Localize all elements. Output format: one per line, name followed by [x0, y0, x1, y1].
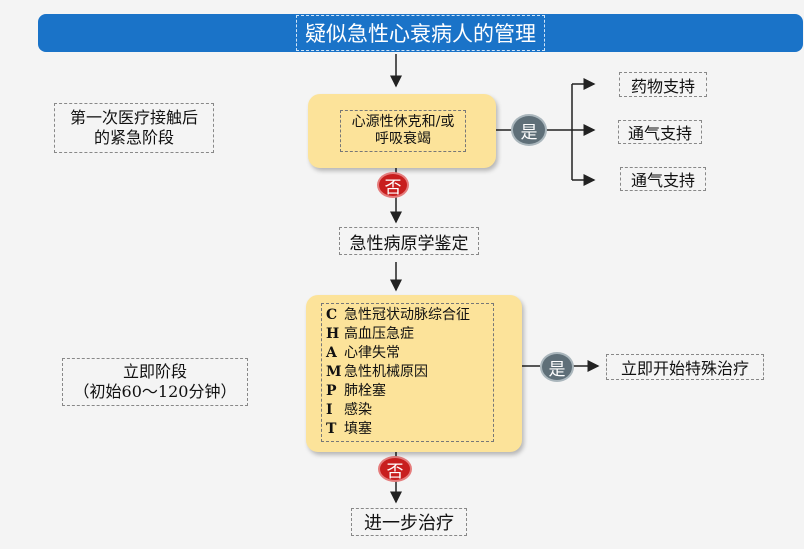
cause-text: 急性冠状动脉综合征 [344, 307, 470, 323]
cause-letter: A [326, 345, 337, 361]
further-treatment-box: 进一步治疗 [351, 508, 467, 536]
cause-letter: T [326, 421, 337, 437]
phase-emergency-line2: 的紧急阶段 [93, 128, 174, 147]
phase-immediate-line2: （初始60～120分钟） [73, 382, 237, 401]
cause-letter: H [326, 326, 340, 342]
specific-therapy-box: 立即开始特殊治疗 [606, 354, 764, 380]
shock-line1: 心源性休克和/或 [351, 113, 455, 130]
phase-emergency-label: 第一次医疗接触后 的紧急阶段 [54, 103, 214, 153]
cause-text: 肺栓塞 [344, 383, 386, 399]
cause-item: P 肺栓塞 [326, 382, 493, 401]
title-bar: 疑似急性心衰病人的管理 [38, 14, 803, 52]
cause-text: 心律失常 [344, 345, 400, 361]
phase-immediate-label: 立即阶段 （初始60～120分钟） [62, 358, 248, 406]
cause-letter: M [326, 364, 342, 380]
yes-circle-2: 是 [540, 352, 574, 382]
decision-box-shock: 心源性休克和/或 呼吸衰竭 [308, 94, 496, 168]
cause-item: C 急性冠状动脉综合征 [326, 306, 493, 325]
cause-text: 高血压急症 [344, 326, 414, 342]
phase-immediate-line1: 立即阶段 [122, 362, 187, 381]
support-item-3: 通气支持 [620, 167, 706, 191]
yes-circle-1: 是 [511, 114, 547, 146]
no-circle-1: 否 [377, 172, 409, 198]
etiology-box: 急性病原学鉴定 [339, 227, 479, 255]
page-title: 疑似急性心衰病人的管理 [296, 15, 545, 51]
support-item-2: 通气支持 [618, 120, 702, 144]
cause-letter: I [326, 402, 333, 418]
cause-item: A 心律失常 [326, 344, 493, 363]
cause-text: 感染 [344, 402, 372, 418]
cause-text: 急性机械原因 [344, 364, 428, 380]
cause-item: T 填塞 [326, 420, 493, 439]
cause-letter: C [326, 307, 338, 323]
cause-item: I 感染 [326, 401, 493, 420]
decision-box-shock-text: 心源性休克和/或 呼吸衰竭 [340, 110, 466, 152]
cause-letter: P [326, 383, 337, 399]
support-item-1: 药物支持 [619, 72, 707, 97]
no-circle-2: 否 [378, 456, 412, 482]
phase-emergency-line1: 第一次医疗接触后 [69, 108, 198, 127]
shock-line2: 呼吸衰竭 [375, 131, 431, 147]
cause-text: 填塞 [344, 421, 372, 437]
